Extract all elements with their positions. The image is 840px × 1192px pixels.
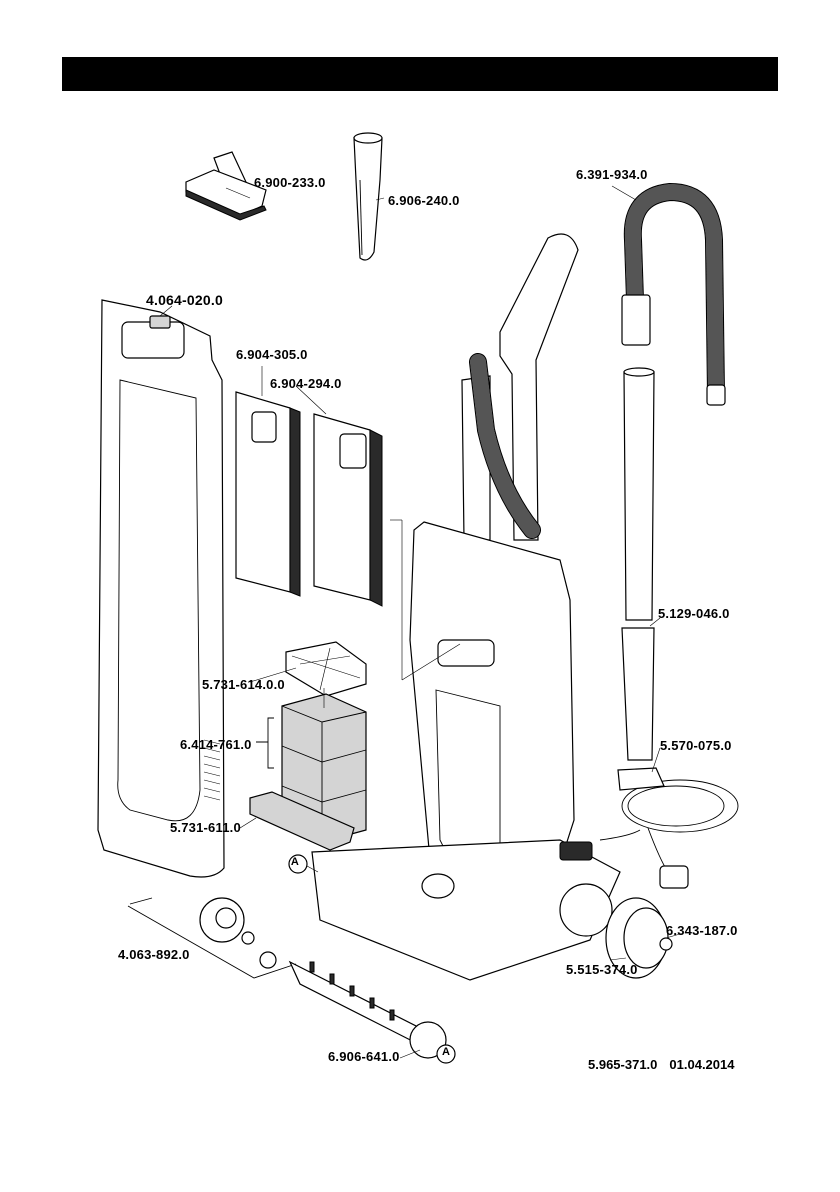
doc-number: 5.965-371.0 [588,1057,657,1072]
part-label-filter-bag-a: 6.904-305.0 [236,347,308,362]
part-label-brush-bearing-kit: 4.063-892.0 [118,947,190,962]
part-label-crevice-tool: 6.906-240.0 [388,193,460,208]
part-label-floor-nozzle: 6.900-233.0 [254,175,326,190]
suction-tube-drawing [618,368,664,790]
part-label-front-cover: 4.064-020.0 [146,292,223,308]
doc-date: 01.04.2014 [669,1057,734,1072]
part-label-suction-tube: 5.129-046.0 [658,606,730,621]
part-label-foam-filters: 6.414-761.0 [180,737,252,752]
part-label-wheel-cap: 6.343-187.0 [666,923,738,938]
part-label-filter-bag-b: 6.904-294.0 [270,376,342,391]
marker-a-top-label: A [291,856,299,868]
part-label-exhaust-filter: 5.731-614.0.0 [202,677,285,692]
front-cover-drawing [98,300,224,877]
crevice-tool-drawing [354,133,382,260]
part-label-tube-clip: 5.570-075.0 [660,738,732,753]
part-label-wheel: 5.515-374.0 [566,962,638,977]
vacuum-body-drawing [312,234,620,980]
exhaust-filter-drawing [286,642,366,696]
part-label-motor-filter: 5.731-611.0 [170,820,241,835]
part-label-brush-roller: 6.906-641.0 [328,1049,400,1064]
footer: 5.965-371.0 01.04.2014 [588,1057,734,1072]
marker-a-bottom-label: A [442,1046,450,1058]
part-label-suction-hose: 6.391-934.0 [576,167,648,182]
filter-bags-drawing [236,392,382,606]
